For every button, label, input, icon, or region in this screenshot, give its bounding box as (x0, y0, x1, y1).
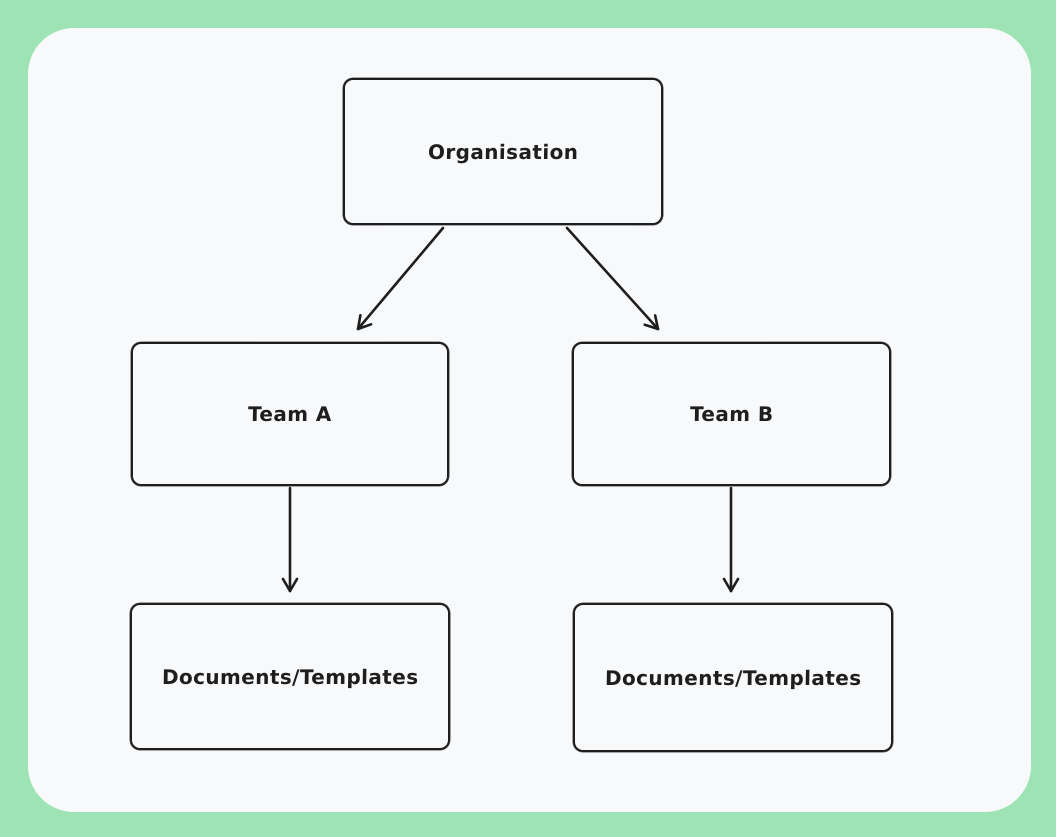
node-team-a[interactable]: Team A (131, 342, 449, 486)
node-documents-templates-b[interactable]: Documents/Templates (573, 603, 893, 752)
node-team-b[interactable]: Team B (572, 342, 891, 486)
node-team-a-label: Team A (247, 402, 333, 426)
node-documents-templates-a-label: Documents/Templates (161, 664, 419, 689)
node-documents-templates-b-label: Documents/Templates (604, 665, 862, 690)
node-documents-templates-a[interactable]: Documents/Templates (130, 603, 450, 750)
node-team-b-label: Team B (689, 402, 774, 426)
node-organisation[interactable]: Organisation (343, 78, 663, 225)
node-organisation-label: Organisation (427, 139, 579, 164)
diagram-panel (28, 28, 1031, 812)
